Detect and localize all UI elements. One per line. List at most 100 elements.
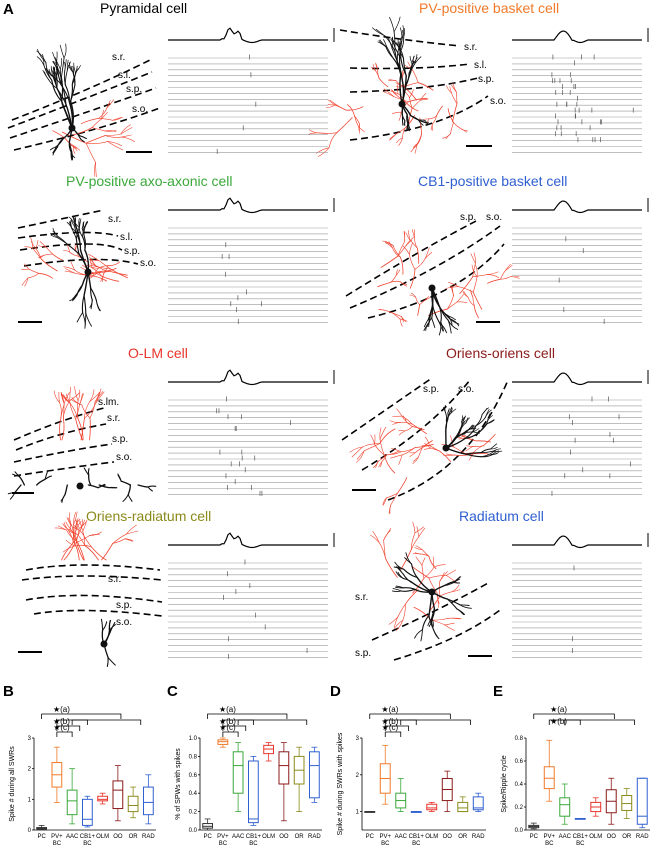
- layers-or: [21, 564, 163, 617]
- soma: [442, 444, 450, 452]
- neurite: [464, 428, 470, 435]
- traces-pyramidal: [168, 27, 335, 154]
- neurite: [432, 115, 437, 125]
- x-tick-label: RAD: [308, 834, 321, 840]
- neurite: [472, 291, 483, 310]
- neurite: [85, 141, 108, 144]
- x-tick-label: RAD: [636, 834, 649, 840]
- neurite: [452, 584, 460, 592]
- neurite: [71, 227, 79, 237]
- neurite: [450, 122, 454, 135]
- neurite: [384, 454, 396, 474]
- neurite: [65, 521, 71, 530]
- neurite: [68, 216, 76, 226]
- neurite: [55, 71, 58, 79]
- neurite: [378, 309, 394, 314]
- significance-label: ★(b): [381, 717, 398, 726]
- neurite: [107, 141, 122, 147]
- neurite: [94, 391, 104, 403]
- neurite: [461, 415, 463, 422]
- box: [247, 760, 259, 824]
- neurite: [398, 47, 404, 59]
- panel-label-b: B: [3, 683, 14, 700]
- neurite: [486, 413, 491, 424]
- neurite: [65, 539, 75, 547]
- neurite: [81, 235, 86, 251]
- neurite: [44, 475, 53, 480]
- neurite: [95, 266, 112, 270]
- neurite: [125, 524, 137, 535]
- neurite: [35, 239, 39, 249]
- neurite: [100, 273, 104, 282]
- neurite: [60, 57, 65, 78]
- neurite: [407, 61, 413, 71]
- neurite: [395, 586, 404, 589]
- neurite: [487, 278, 501, 284]
- neurite: [98, 107, 108, 119]
- neurite: [55, 59, 59, 72]
- x-tick-label: OR: [458, 834, 468, 840]
- neurite: [64, 484, 68, 496]
- neurite: [75, 541, 84, 561]
- box: [97, 795, 109, 802]
- neurite: [396, 477, 408, 494]
- significance-bracket: [56, 725, 81, 731]
- neurite: [52, 60, 58, 72]
- neurite: [75, 68, 79, 75]
- neurite: [428, 575, 447, 579]
- neurite: [39, 241, 47, 248]
- layer-boundary: [371, 581, 491, 641]
- neurite: [425, 297, 431, 301]
- neurite: [57, 237, 67, 244]
- neurite: [402, 603, 406, 621]
- neurite: [443, 581, 455, 587]
- layer-label: s.o.: [458, 384, 474, 395]
- neurite: [58, 391, 60, 403]
- y-tick-label: 0.4: [189, 791, 198, 797]
- y-tick-label: 3: [28, 736, 32, 742]
- neurite: [418, 132, 423, 144]
- x-tick-label: PC: [203, 834, 212, 840]
- neurite: [104, 129, 117, 132]
- neurite: [328, 132, 338, 149]
- x-tick-label: OLM: [262, 834, 275, 840]
- neurite: [420, 629, 423, 642]
- x-tick-label: AAC: [232, 834, 245, 840]
- neurite: [122, 494, 129, 502]
- neurite: [379, 428, 396, 444]
- neurite: [43, 253, 54, 256]
- neurite: [18, 475, 26, 486]
- neurite: [101, 543, 114, 561]
- neurite: [391, 90, 397, 96]
- neurite: [445, 419, 449, 432]
- neurite: [398, 39, 403, 49]
- neurite: [391, 36, 394, 49]
- panel-label-a: A: [3, 1, 14, 18]
- neurite: [63, 522, 69, 530]
- neurite: [75, 418, 83, 441]
- box: [142, 786, 154, 816]
- neurite: [81, 532, 92, 548]
- layer-boundary: [17, 209, 105, 229]
- significance-label: ★(c): [219, 723, 236, 732]
- neurite: [112, 533, 127, 544]
- neurite: [67, 517, 71, 530]
- neurite: [330, 99, 337, 106]
- layer-boundary: [345, 219, 479, 297]
- layer-label: s.p.: [124, 246, 140, 257]
- neurite: [380, 255, 399, 268]
- neurite: [72, 127, 93, 136]
- x-tick-label: RAD: [472, 834, 485, 840]
- x-tick-label: OO: [113, 834, 123, 840]
- neurite: [391, 448, 402, 453]
- neurite: [64, 69, 68, 86]
- neurite: [83, 227, 86, 238]
- x-tick-label: OR: [129, 834, 139, 840]
- neurite: [406, 123, 409, 132]
- neurite: [382, 497, 387, 506]
- neurite: [428, 614, 435, 631]
- neurite: [347, 104, 355, 117]
- lfp-trace: [512, 30, 642, 44]
- neurite: [61, 543, 74, 561]
- x-tick-label: OR: [295, 834, 305, 840]
